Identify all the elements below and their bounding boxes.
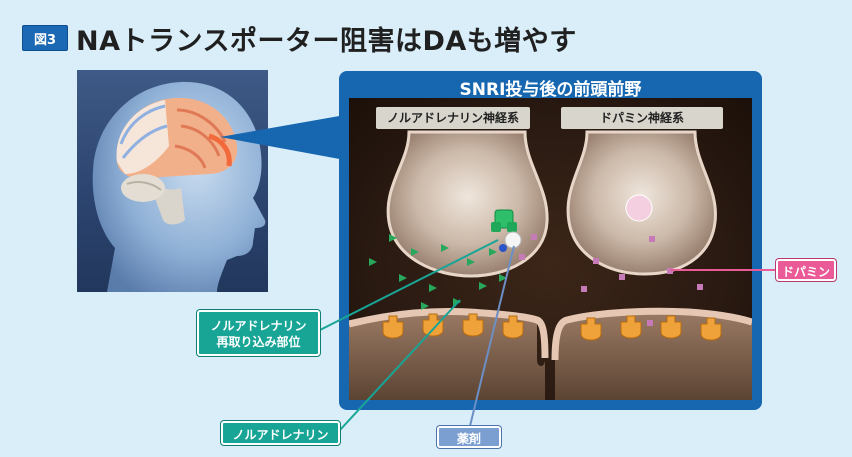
dopamine-presynaptic-terminal [568, 132, 715, 274]
figure-number-badge: 図3 [22, 25, 68, 51]
drug-molecule-blue [499, 244, 507, 252]
noradrenaline-callout: ノルアドレナリン [221, 421, 340, 445]
figure-heading: 図3 NAトランスポーター阻害はDAも増やす [22, 20, 577, 56]
dopamine-vesicle [626, 195, 652, 221]
head-illustration-panel [77, 70, 268, 292]
panel-title: SNRI投与後の前頭前野 [339, 75, 762, 100]
synapse-scene: ノルアドレナリン神経系 ドパミン神経系 [349, 98, 752, 400]
head-brain-illustration [77, 70, 268, 292]
dopamine-callout: ドパミン [776, 259, 836, 281]
reuptake-site-label-line2: 再取り込み部位 [199, 334, 318, 350]
drug-callout: 薬剤 [437, 426, 501, 448]
reuptake-site-label-line1: ノルアドレナリン [199, 318, 318, 334]
drug-molecule [505, 232, 521, 248]
synapse-drawing [349, 98, 752, 400]
figure-title: NAトランスポーター阻害はDAも増やす [76, 19, 577, 58]
reuptake-site-callout: ノルアドレナリン 再取り込み部位 [197, 310, 320, 356]
receptors [383, 314, 721, 340]
zoom-connector [220, 115, 345, 160]
synapse-panel: SNRI投与後の前頭前野 ノルアドレナリン神経系 ドパミン神経系 [339, 71, 762, 410]
